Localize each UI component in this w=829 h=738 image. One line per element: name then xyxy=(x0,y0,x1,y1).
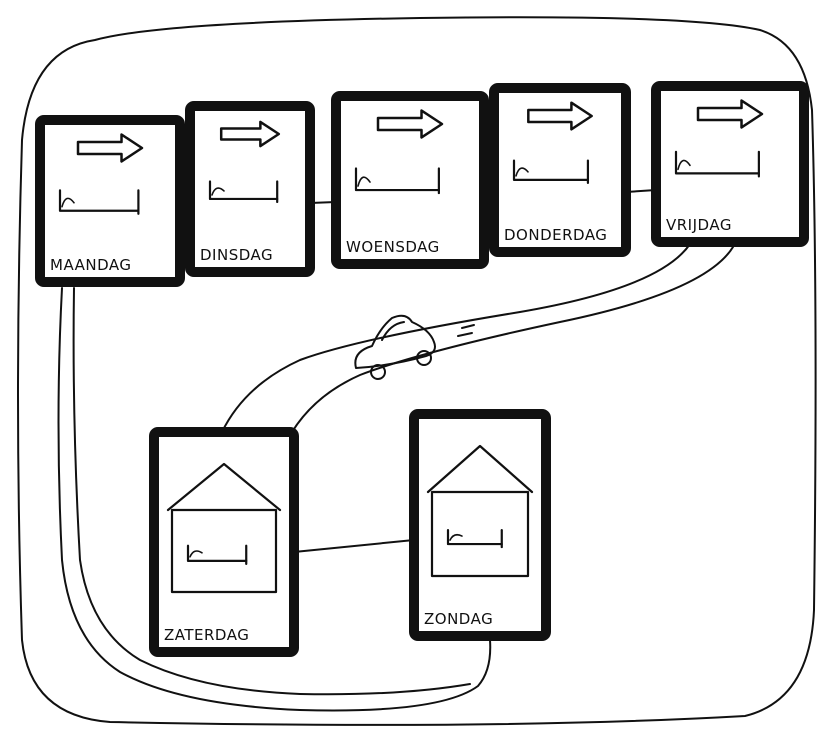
day-card-woensdag: WOENSDAG xyxy=(331,91,489,269)
bed-icon xyxy=(208,180,279,204)
day-label: ZONDAG xyxy=(424,610,493,628)
day-card-donderdag: DONDERDAG xyxy=(489,83,631,257)
car-icon xyxy=(354,314,436,380)
bed-icon xyxy=(512,159,590,184)
day-label: WOENSDAG xyxy=(346,238,440,256)
arrow-icon xyxy=(696,99,764,129)
house-icon xyxy=(426,444,534,578)
week-loop xyxy=(57,287,492,712)
day-card-vrijdag: VRIJDAG xyxy=(651,81,809,247)
day-card-maandag: MAANDAG xyxy=(35,115,185,287)
bed-icon xyxy=(354,167,440,195)
day-label: ZATERDAG xyxy=(164,626,249,644)
bed-icon xyxy=(446,529,503,549)
arrow-icon xyxy=(76,133,144,163)
day-label: DINSDAG xyxy=(200,246,273,264)
day-card-zondag: ZONDAG xyxy=(409,409,551,641)
arrow-icon xyxy=(527,101,593,131)
road xyxy=(221,243,734,433)
day-card-dinsdag: DINSDAG xyxy=(185,101,315,277)
frame xyxy=(17,16,817,726)
arrow-icon xyxy=(219,120,281,148)
day-card-zaterdag: ZATERDAG xyxy=(149,427,299,657)
day-label: VRIJDAG xyxy=(666,216,732,234)
weekend-connector xyxy=(293,539,415,553)
bed-icon xyxy=(186,544,248,565)
bed-icon xyxy=(674,150,760,178)
house-icon xyxy=(166,462,282,594)
day-label: MAANDAG xyxy=(50,256,132,274)
bed-icon xyxy=(58,189,140,215)
day-label: DONDERDAG xyxy=(504,226,607,244)
arrow-icon xyxy=(376,109,444,139)
